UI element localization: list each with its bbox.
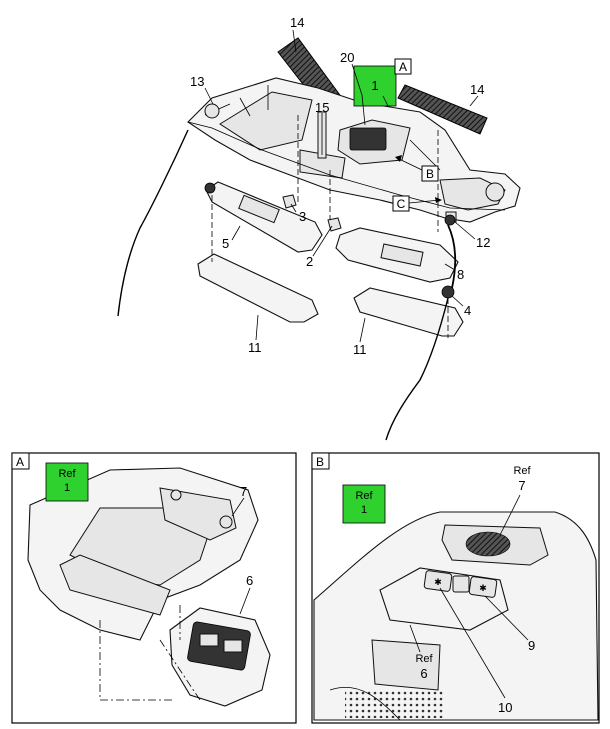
detail-b-callout-10: 10 [498,700,512,715]
callout-14-left: 14 [290,15,304,30]
detail-b-ref6-label: Ref [415,653,433,665]
callout-11-left: 11 [248,340,262,355]
harness-right [385,297,449,441]
detail-a-ref-label: Ref [58,468,76,480]
detail-b-ref7-label: Ref [513,465,531,477]
detail-b-grille [465,531,511,557]
detail-b-ref7-num: 7 [518,478,525,493]
callout-15: 15 [315,100,329,115]
detail-b-letter: B [316,455,324,469]
foam-pad-right [397,84,488,135]
callout-13: 13 [190,74,204,89]
detail-a-ref-num: 1 [64,482,70,494]
callout-14-right: 14 [470,82,484,97]
detail-view-b: B ✱ ✱ Ref 1 Ref 7 Ref 6 9 10 [311,452,600,724]
detail-b-highlight [342,484,386,524]
detail-b-callout-9: 9 [528,638,535,653]
callout-8: 8 [457,267,464,282]
svg-text:✱: ✱ [434,577,442,587]
callout-11-right: 11 [353,342,367,357]
highlight-part-1 [353,65,397,107]
detail-b-ref6-num: 6 [420,666,427,681]
visor-bracket-rear [444,214,456,226]
view-marker-a: A [399,60,407,74]
main-exploded-view: 1 A B C 14 14 20 13 15 3 5 2 [117,15,521,441]
callout-3: 3 [299,209,306,224]
callout-5: 5 [222,236,229,251]
detail-b-switch-right [468,576,498,598]
callout-12: 12 [476,235,490,250]
detail-b-ref1-label: Ref [355,490,373,502]
view-marker-b: B [426,167,434,181]
svg-text:✱: ✱ [479,583,487,593]
detail-b-ref1-num: 1 [361,504,367,516]
detail-a-highlight [45,462,89,502]
callout-2: 2 [306,254,313,269]
detail-a-callout-7: 7 [240,484,247,499]
visor-cover-left [197,253,319,323]
detail-b-switch-left [423,570,453,592]
detail-b-speaker-grille [345,690,445,718]
harness-left [117,129,189,317]
callout-4: 4 [464,303,471,318]
detail-a-letter: A [16,455,24,469]
visor-cover-right [353,287,464,337]
view-marker-c: C [397,197,406,211]
highlight-part-1-label: 1 [371,78,378,93]
clip-3 [282,194,297,209]
detail-view-a: A Ref 1 7 6 [11,452,297,724]
detail-a-callout-6: 6 [246,573,253,588]
callout-20: 20 [340,50,354,65]
